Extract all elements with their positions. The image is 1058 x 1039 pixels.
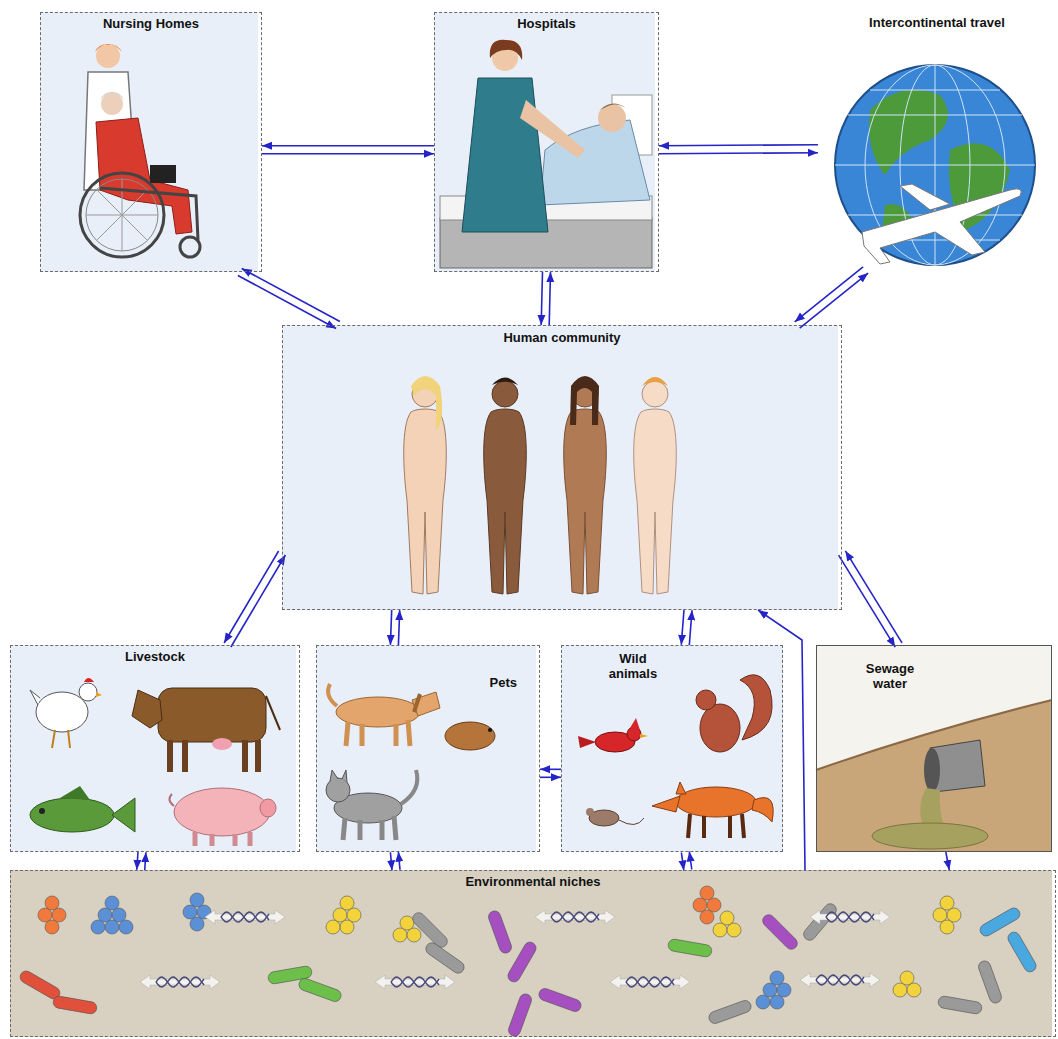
connector-arrow	[541, 272, 542, 325]
connector-arrow	[540, 776, 561, 778]
node-box: Human community	[282, 325, 842, 610]
connector-arrow	[540, 768, 561, 770]
globe-figure	[835, 65, 1035, 265]
connector-arrow	[689, 610, 692, 645]
node-box: Hospitals	[434, 12, 659, 272]
connector-arrow	[659, 145, 818, 146]
node-box: Nursing Homes	[40, 12, 262, 272]
livestock-figures	[30, 678, 280, 846]
node-box: Livestock	[10, 645, 300, 852]
connector-arrow	[845, 551, 902, 643]
connector-arrow	[390, 610, 391, 645]
node-title: Pets	[323, 676, 517, 691]
node-title: Hospitals	[441, 17, 652, 32]
human-figures	[404, 376, 677, 594]
node-title: Livestock	[17, 650, 293, 665]
connector-arrow	[839, 555, 896, 647]
sewage-figure	[816, 700, 1052, 852]
wild-animal-figures	[578, 675, 773, 838]
node-title: Wild animals	[598, 652, 668, 682]
connector-arrow	[398, 852, 400, 870]
node-title: Intercontinental travel	[824, 16, 1050, 31]
connector-arrow	[659, 153, 818, 154]
connector-arrow	[224, 551, 279, 643]
node-box: Environmental niches	[10, 870, 1056, 1037]
node-box: Intercontinental travel	[818, 12, 1056, 270]
node-title: Human community	[289, 331, 835, 346]
box-fills	[10, 12, 1052, 1037]
connector-arrow	[758, 610, 805, 870]
node-title: Sewage water	[857, 662, 923, 692]
connector-arrow	[390, 852, 392, 870]
connector-arrow	[681, 610, 684, 645]
connector-arrow	[238, 276, 336, 329]
connector-arrow	[795, 267, 863, 322]
connector-arrow	[262, 153, 434, 155]
connector-arrow	[231, 555, 286, 647]
connector-arrow	[689, 852, 692, 870]
node-title: Environmental niches	[17, 875, 1049, 890]
connector-arrow	[145, 852, 146, 870]
connector-arrow	[262, 145, 434, 147]
connector-arrow	[242, 269, 340, 322]
connector-arrow	[549, 272, 550, 325]
node-box: Pets	[316, 645, 540, 852]
connector-arrow	[946, 852, 950, 870]
connector-arrow	[681, 853, 683, 871]
connector-arrow	[398, 610, 399, 645]
connector-arrow	[800, 273, 868, 328]
connector-arrow	[137, 852, 138, 870]
pet-figures	[326, 684, 495, 840]
node-box: Sewage water	[816, 645, 1052, 852]
node-title: Nursing Homes	[47, 17, 255, 32]
hospital-figure	[440, 40, 652, 268]
bacteria-texture	[18, 886, 1038, 1038]
nursing-home-figure	[80, 44, 200, 257]
node-box: Wild animals	[561, 645, 783, 852]
